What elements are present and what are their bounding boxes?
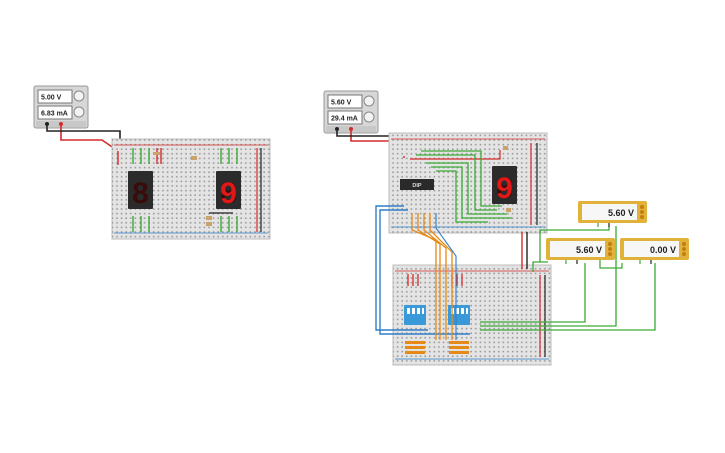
resistor-bank-right[interactable] — [449, 341, 469, 354]
svg-text:8: 8 — [496, 172, 513, 205]
meter-reading: 0.00 V — [650, 245, 676, 255]
positive-terminal-icon[interactable] — [59, 122, 63, 126]
svg-text:8: 8 — [220, 177, 237, 210]
dip-switch-right[interactable] — [448, 305, 470, 325]
right-top-wires[interactable] — [403, 143, 538, 225]
supply-voltage-display: 5.60 V — [331, 100, 352, 107]
negative-terminal-icon[interactable] — [335, 127, 339, 131]
blue-wires[interactable] — [375, 205, 470, 335]
seven-segment-right: 8 9 — [492, 166, 517, 205]
meter-reading: 5.60 V — [608, 208, 634, 218]
multimeter-right[interactable]: 0.00 V — [620, 238, 689, 264]
left-circuit: 5.00 V 6.83 mA 8 8 8 9 — [33, 85, 271, 240]
breadboard-left[interactable] — [111, 138, 271, 240]
orange-wires[interactable] — [411, 213, 457, 340]
power-supply-left[interactable]: 5.00 V 6.83 mA — [33, 85, 89, 129]
multimeter-top[interactable]: 5.60 V — [578, 201, 647, 227]
wire-black-supply-left[interactable] — [46, 126, 121, 148]
resistor-bank-left[interactable] — [405, 341, 425, 354]
seven-seg-digit: 9 — [220, 177, 237, 210]
current-knob-icon[interactable] — [73, 106, 85, 118]
multimeter-mid[interactable]: 5.60 V — [546, 238, 615, 264]
green-meter-wires[interactable] — [480, 226, 656, 331]
seven-segment-left-a: 8 8 — [128, 171, 153, 210]
supply-current-display: 6.83 mA — [41, 111, 68, 118]
negative-terminal-icon[interactable] — [45, 122, 49, 126]
voltage-knob-icon[interactable] — [73, 90, 85, 102]
current-knob-icon[interactable] — [363, 111, 375, 123]
supply-voltage-display: 5.00 V — [41, 95, 62, 102]
wire-red-supply-left[interactable] — [60, 126, 119, 152]
left-board-wires[interactable] — [117, 148, 262, 232]
breadboard-right-bottom[interactable] — [392, 264, 552, 366]
svg-text:8: 8 — [132, 177, 149, 210]
dip-switch-left[interactable] — [404, 305, 426, 325]
seven-segment-left-b: 8 9 — [216, 171, 241, 210]
dip-chip[interactable]: DIP — [400, 179, 434, 190]
chip-label: DIP — [412, 183, 422, 189]
power-supply-right[interactable]: 5.60 V 29.4 mA — [323, 90, 379, 134]
voltage-knob-icon[interactable] — [363, 95, 375, 107]
meter-reading: 5.60 V — [576, 245, 602, 255]
positive-terminal-icon[interactable] — [349, 127, 353, 131]
seven-seg-digit: 9 — [496, 172, 513, 205]
supply-current-display: 29.4 mA — [331, 116, 358, 123]
right-circuit: 5.60 V 29.4 mA DIP 8 9 — [323, 90, 689, 366]
